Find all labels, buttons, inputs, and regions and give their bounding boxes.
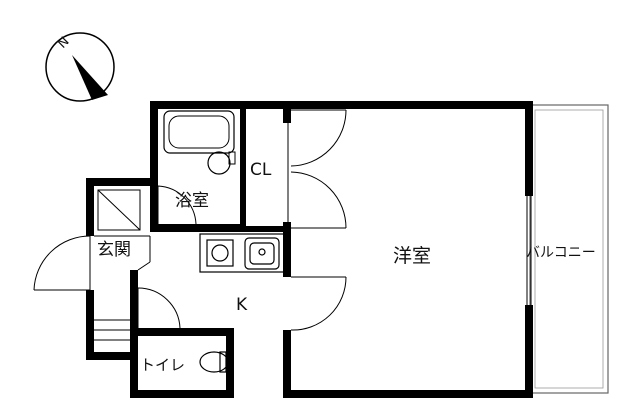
balcony-inner-line [534,109,604,389]
shoe-cabinet [97,189,141,231]
room-label-closet: CL [250,160,272,180]
north-arrow-icon [72,55,108,100]
room-label-bath: 浴室 [175,191,209,211]
kitchen-counter [199,233,287,273]
closet-doors [287,109,347,229]
bath-washbasin [207,151,236,175]
compass: N [45,32,115,102]
room-label-entrance: 玄関 [97,240,131,260]
room-label-kitchen: K [236,295,248,315]
entrance-step [94,235,151,341]
toilet-fixture [199,351,229,373]
walls [86,101,533,398]
bathtub [163,110,235,154]
bath-door [157,185,197,225]
front-door [33,235,91,291]
toilet-door [137,287,181,329]
room-label-toilet: トイレ [140,356,185,374]
balcony-window [526,196,532,305]
room-label-western-room: 洋室 [393,245,431,267]
room-label-balcony: バルコニー [526,245,596,261]
room-door [290,276,347,331]
balcony [529,104,609,394]
balcony-railing [529,104,609,394]
